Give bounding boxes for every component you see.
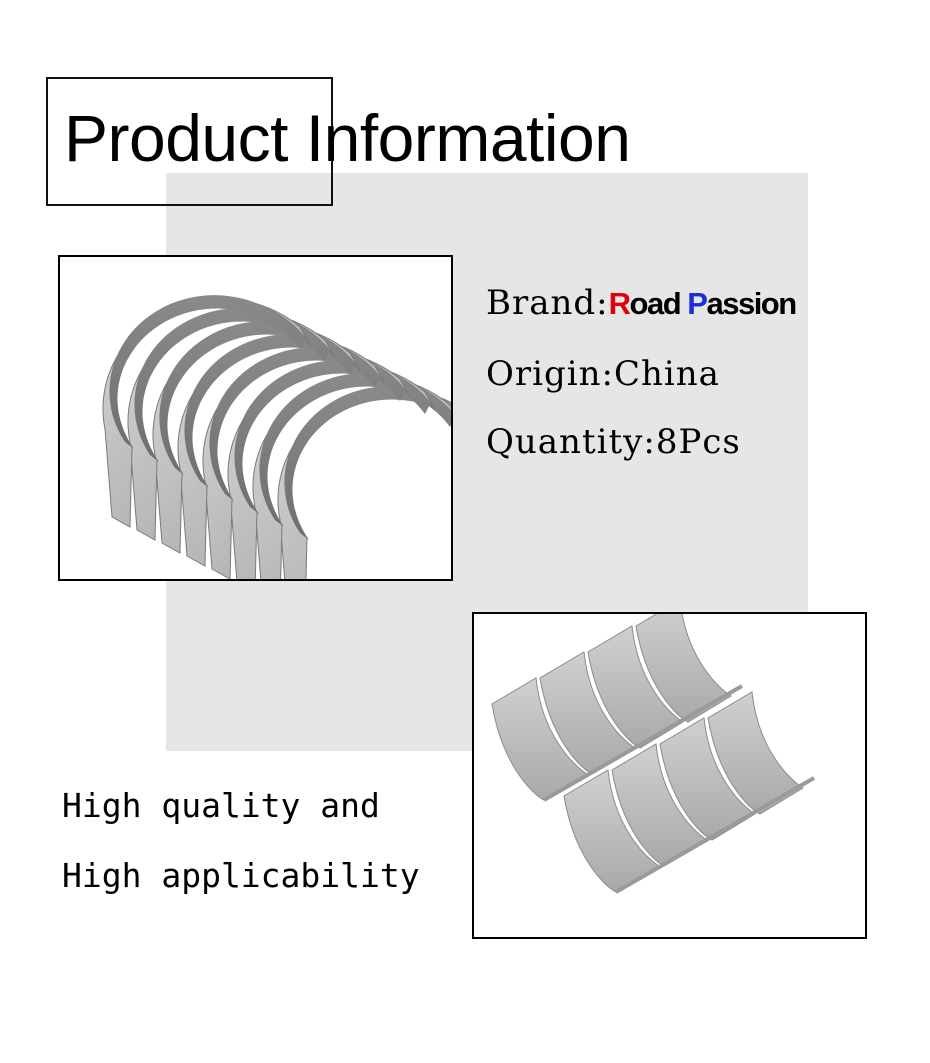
bearing-shells-stacked-image [102,295,451,579]
bearing-row-edge [615,776,815,894]
origin-value: China [614,354,720,394]
bearing-shell [202,347,411,579]
brand-line: Brand:Road Passion [486,281,798,326]
bearing-shell [252,373,451,579]
bearing-shell [277,386,451,579]
product-photo-stacked [58,255,453,581]
brand-second-rest: assion [706,286,797,321]
product-photo-pairs [472,612,867,939]
brand-name: Road Passion [608,286,798,321]
brand-second-initial: P [687,286,708,321]
quantity-line: Quantity:8Pcs [486,420,741,464]
bearing-row [491,614,743,802]
bearing-shell [102,295,311,528]
bearing-row-edge [543,684,743,802]
tagline-line-1: High quality and [62,786,380,825]
brand-label: Brand: [486,283,609,323]
quantity-value: 8Pcs [655,422,741,462]
brand-first-initial: R [608,286,631,321]
page-title: Product Information [64,101,631,175]
tagline-line-2: High applicability [62,856,420,895]
bearing-shell [152,321,361,554]
brand-first-rest: oad [629,286,682,321]
bearing-half-shell [635,614,732,723]
quantity-label: Quantity: [486,422,656,462]
title-frame [46,77,333,206]
bearing-half-shell [707,691,804,815]
origin-line: Origin:China [486,352,720,396]
bearing-shell [127,308,336,541]
bearing-row [563,691,815,894]
bearing-shell [177,334,386,567]
bearing-shell [227,360,436,579]
origin-label: Origin: [486,354,614,394]
bearing-shells-pairs-image [491,614,815,894]
